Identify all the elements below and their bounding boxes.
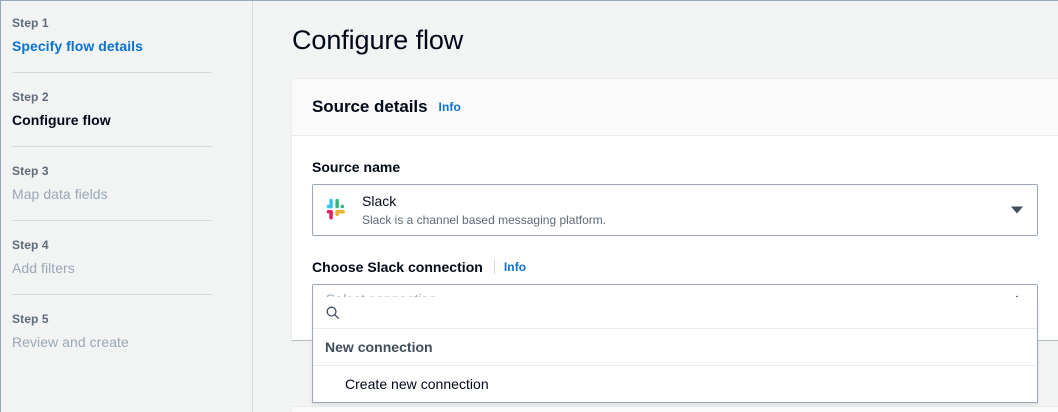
slack-logo-icon bbox=[325, 197, 351, 223]
step-number: Step 5 bbox=[12, 312, 49, 326]
search-icon bbox=[325, 305, 340, 320]
step-number: Step 1 bbox=[12, 16, 49, 30]
wizard-navigation: Step 1 Specify flow details Step 2 Confi… bbox=[1, 1, 253, 412]
step-divider bbox=[12, 72, 212, 73]
chevron-down-icon[interactable] bbox=[1011, 206, 1023, 214]
step-title-specify-flow-details[interactable]: Specify flow details bbox=[12, 38, 143, 54]
step-number: Step 4 bbox=[12, 238, 49, 252]
step-divider bbox=[12, 146, 212, 147]
step-number: Step 2 bbox=[12, 90, 49, 104]
connection-info-link[interactable]: Info bbox=[503, 260, 527, 274]
connection-field: Choose Slack connection Info Select conn… bbox=[312, 258, 1038, 403]
content-column: Configure flow Source details Info Sourc… bbox=[254, 1, 1058, 412]
card-body: Source name Slack Slack is a channel bas… bbox=[292, 136, 1058, 403]
label-separator bbox=[493, 260, 495, 274]
source-name-label-text: Source name bbox=[312, 159, 401, 175]
source-name-selected-option: Slack Slack is a channel based messaging… bbox=[362, 192, 606, 228]
step-divider bbox=[12, 294, 212, 295]
connection-label: Choose Slack connection Info bbox=[312, 258, 1038, 276]
source-name-label: Source name bbox=[312, 158, 1038, 176]
dropdown-search-row[interactable] bbox=[313, 297, 1037, 329]
card-header-title: Source details bbox=[312, 97, 428, 116]
wizard-step-3: Step 3 Map data fields bbox=[1, 163, 252, 204]
step-title-review-and-create: Review and create bbox=[12, 334, 129, 350]
connection-label-text: Choose Slack connection bbox=[312, 259, 483, 275]
source-details-card: Source details Info Source name Slack Sl… bbox=[291, 78, 1058, 403]
dropdown-item-create-new-connection[interactable]: Create new connection bbox=[345, 376, 489, 392]
dropdown-group-label: New connection bbox=[313, 329, 1037, 366]
source-name-field: Source name Slack Slack is a channel bas… bbox=[312, 158, 1038, 236]
connection-dropdown: New connection Create new connection bbox=[312, 297, 1038, 403]
wizard-step-2[interactable]: Step 2 Configure flow bbox=[1, 89, 252, 130]
wizard-step-5: Step 5 Review and create bbox=[1, 311, 252, 352]
card-header: Source details Info bbox=[292, 79, 1058, 136]
next-card-partial bbox=[291, 406, 1058, 412]
step-title-map-data-fields: Map data fields bbox=[12, 186, 108, 202]
source-name-selected-title: Slack bbox=[362, 193, 397, 209]
source-name-selected-description: Slack is a channel based messaging platf… bbox=[362, 213, 607, 227]
wizard-step-1[interactable]: Step 1 Specify flow details bbox=[1, 15, 252, 56]
step-title-configure-flow: Configure flow bbox=[12, 112, 111, 128]
source-name-select[interactable]: Slack Slack is a channel based messaging… bbox=[312, 184, 1038, 236]
wizard-step-4: Step 4 Add filters bbox=[1, 237, 252, 278]
step-divider bbox=[12, 220, 212, 221]
step-number: Step 3 bbox=[12, 164, 49, 178]
page-title: Configure flow bbox=[292, 25, 464, 55]
source-details-info-link[interactable]: Info bbox=[438, 100, 461, 114]
step-title-add-filters: Add filters bbox=[12, 260, 75, 276]
